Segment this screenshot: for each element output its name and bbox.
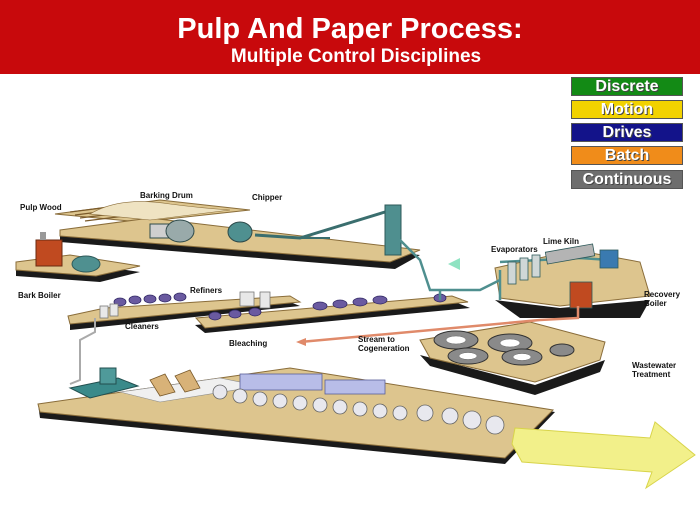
label-refiners: Refiners <box>190 286 223 295</box>
legend-drives: Drives <box>571 123 683 142</box>
label-evaporators: Evaporators <box>491 245 538 254</box>
legend-discrete: Discrete <box>571 77 683 96</box>
label-bleaching: Bleaching <box>229 339 268 348</box>
title-banner: Pulp And Paper Process: Multiple Control… <box>0 0 700 74</box>
legend-batch: Batch <box>571 146 683 165</box>
label-stream-to-cogeneration: Stream to Cogeneration <box>358 335 410 353</box>
legend-motion: Motion <box>571 100 683 119</box>
label-wastewater-treatment: Wastewater Treatment <box>632 361 677 379</box>
flow-arrow <box>448 258 460 270</box>
bark-boiler-unit <box>35 239 63 267</box>
output-arrow <box>511 421 696 490</box>
page-subtitle: Multiple Control Disciplines <box>230 46 482 67</box>
label-recovery-boiler: Recovery Boiler <box>644 290 681 308</box>
label-bark-boiler: Bark Boiler <box>18 291 61 300</box>
legend-continuous: Continuous <box>571 170 683 189</box>
label-lime-kiln: Lime Kiln <box>543 237 580 246</box>
label-pulp-wood: Pulp Wood <box>20 203 62 212</box>
label-chipper: Chipper <box>252 193 283 202</box>
digester-tower <box>384 204 402 256</box>
label-barking-drum: Barking Drum <box>140 191 193 200</box>
dryer-rolls <box>212 384 505 435</box>
page-title: Pulp And Paper Process: <box>177 13 523 45</box>
label-cleaners: Cleaners <box>125 322 159 331</box>
